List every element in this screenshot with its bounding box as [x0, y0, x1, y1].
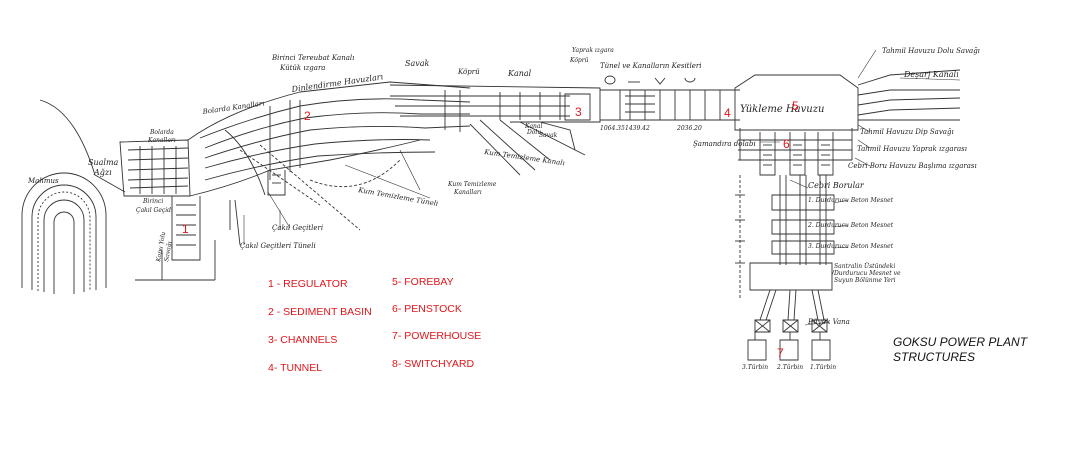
label-tunel-kesitleri: Tünel ve Kanalların Kesitleri: [600, 62, 701, 70]
legend-regulator: 1 - REGULATOR: [268, 278, 348, 290]
label-bolarda-1: Bolarda: [149, 129, 174, 136]
marker-4: 4: [724, 106, 731, 120]
leader-lines: [243, 49, 961, 326]
label-durdurucu-2: 2. Durdurucu Beton Mesnet: [807, 222, 894, 229]
intake-structure: [119, 139, 216, 281]
legend-sediment-basin: 2 - SEDIMENT BASIN: [268, 306, 372, 318]
label-santral-3: Suyun Bölünme Yeri: [834, 277, 896, 284]
label-kanal-dolu-2: Dolu: [526, 129, 541, 136]
label-cebri-borular: Cebri Borular: [808, 181, 865, 190]
marker-7: 7: [777, 346, 784, 360]
label-yaprak-1: Yaprak ızgara: [572, 47, 614, 54]
label-dim1: 1064.35: [600, 125, 625, 132]
penstocks: [735, 175, 835, 361]
label-birinci-tereubat-1: Birinci Tereubat Kanalı: [271, 54, 354, 62]
marker-6: 6: [783, 137, 790, 151]
tunnel: [600, 75, 740, 121]
label-yaprak-2: Köprü: [569, 57, 589, 64]
label-turbin-2: 2.Türbin: [776, 364, 803, 371]
title-line-1: GOKSU POWER PLANT: [893, 335, 1028, 349]
label-kanal-dolu-1: Kanal: [524, 123, 543, 130]
label-dim3: 2036.20: [676, 125, 702, 132]
label-kanal-dolu-3: Savak: [539, 132, 558, 139]
label-dinlendirme: Dinlendirme Havuzları: [290, 72, 384, 94]
label-cakil-gecitleri: Çakıl Geçitleri: [272, 224, 323, 232]
label-tahmil-dolu-savagi: Tahmil Havuzu Dolu Savağı: [882, 47, 980, 55]
marker-1: 1: [182, 222, 189, 236]
river-bank: [39, 99, 126, 193]
label-bolarda-2: Kanalları: [147, 137, 176, 144]
label-durdurucu-3: 3. Durdurucu Beton Mesnet: [808, 243, 894, 250]
label-tahmil-dip-savagi: Tahmil Havuzu Dip Savağı: [860, 128, 954, 136]
label-turbin-1: 1.Türbin: [810, 364, 836, 371]
label-sualma-agzi-1: Sualma: [88, 158, 119, 167]
label-dim2: 1439.42: [625, 125, 650, 132]
legend-penstock: 6- PENSTOCK: [392, 303, 462, 315]
label-yukleme-havuzu: Yükleme Havuzu: [740, 104, 824, 115]
label-birinci-cakil-2: Çakıl Geçidi: [136, 207, 173, 214]
label-santral-1: Santralin Üstündeki: [834, 263, 895, 270]
label-kum-temizleme-kanallari-1: Kum Temizleme: [447, 181, 497, 188]
label-kum-temizleme-tuneli: Kum Temizleme Tüneli: [357, 186, 439, 208]
channels: [389, 84, 601, 176]
label-kum-temizleme-kanallari-2: Kanalları: [453, 189, 482, 196]
label-kopu-yolu-2: Savağı: [163, 241, 173, 262]
mahmus-channel: [21, 172, 107, 294]
label-kum-temizleme-kanali: Kum Temizleme Kanalı: [483, 148, 566, 167]
label-santral-2: Durdurucu Mesnet ve: [833, 270, 901, 277]
label-desarj-kanali: Deşarj Kanalı: [903, 70, 959, 79]
label-turbin-3: 3.Türbin: [742, 364, 768, 371]
legend-switchyard: 8- SWITCHYARD: [392, 358, 475, 370]
sediment-basin: [187, 81, 471, 246]
label-birinci-cakil-1: Birinci: [142, 198, 163, 205]
marker-5: 5: [792, 99, 799, 113]
marker-2: 2: [304, 109, 311, 123]
legend-tunnel: 4- TUNNEL: [268, 362, 323, 374]
legend-forebay: 5- FOREBAY: [392, 276, 454, 288]
diagram-title: GOKSU POWER PLANT STRUCTURES: [893, 335, 1027, 365]
label-durdurucu-1: 1. Durdurucu Beton Mesnet: [808, 197, 894, 204]
forebay: [734, 69, 961, 176]
label-savak: Savak: [405, 59, 430, 68]
label-mahmus: Mahmus: [27, 177, 59, 185]
label-bolarda-kanallari: Bolarda Kanalları: [201, 99, 265, 116]
label-tahmil-yaprak: Tahmil Havuzu Yaprak ızgarası: [857, 145, 967, 153]
label-cebri-boru-izgarasi: Cebri Boru Havuzu Başlıma ızgarası: [848, 162, 977, 170]
title-line-2: STRUCTURES: [893, 350, 976, 364]
label-kanal: Kanal: [507, 69, 532, 78]
marker-3: 3: [575, 105, 582, 119]
legend-powerhouse: 7- POWERHOUSE: [392, 330, 482, 342]
legend-channels: 3- CHANNELS: [268, 334, 338, 346]
label-sualma-agzi-2: Ağzı: [93, 168, 112, 177]
label-buyuk-vana: Büyük Vana: [807, 318, 850, 326]
label-cakil-gecitleri-tuneli: Çakıl Geçitleri Tüneli: [240, 242, 316, 250]
label-samandira: Şamandıra dolabı: [693, 140, 756, 148]
label-kopru: Köprü: [457, 68, 480, 76]
label-birinci-tereubat-2: Kütük ızgara: [279, 64, 325, 72]
